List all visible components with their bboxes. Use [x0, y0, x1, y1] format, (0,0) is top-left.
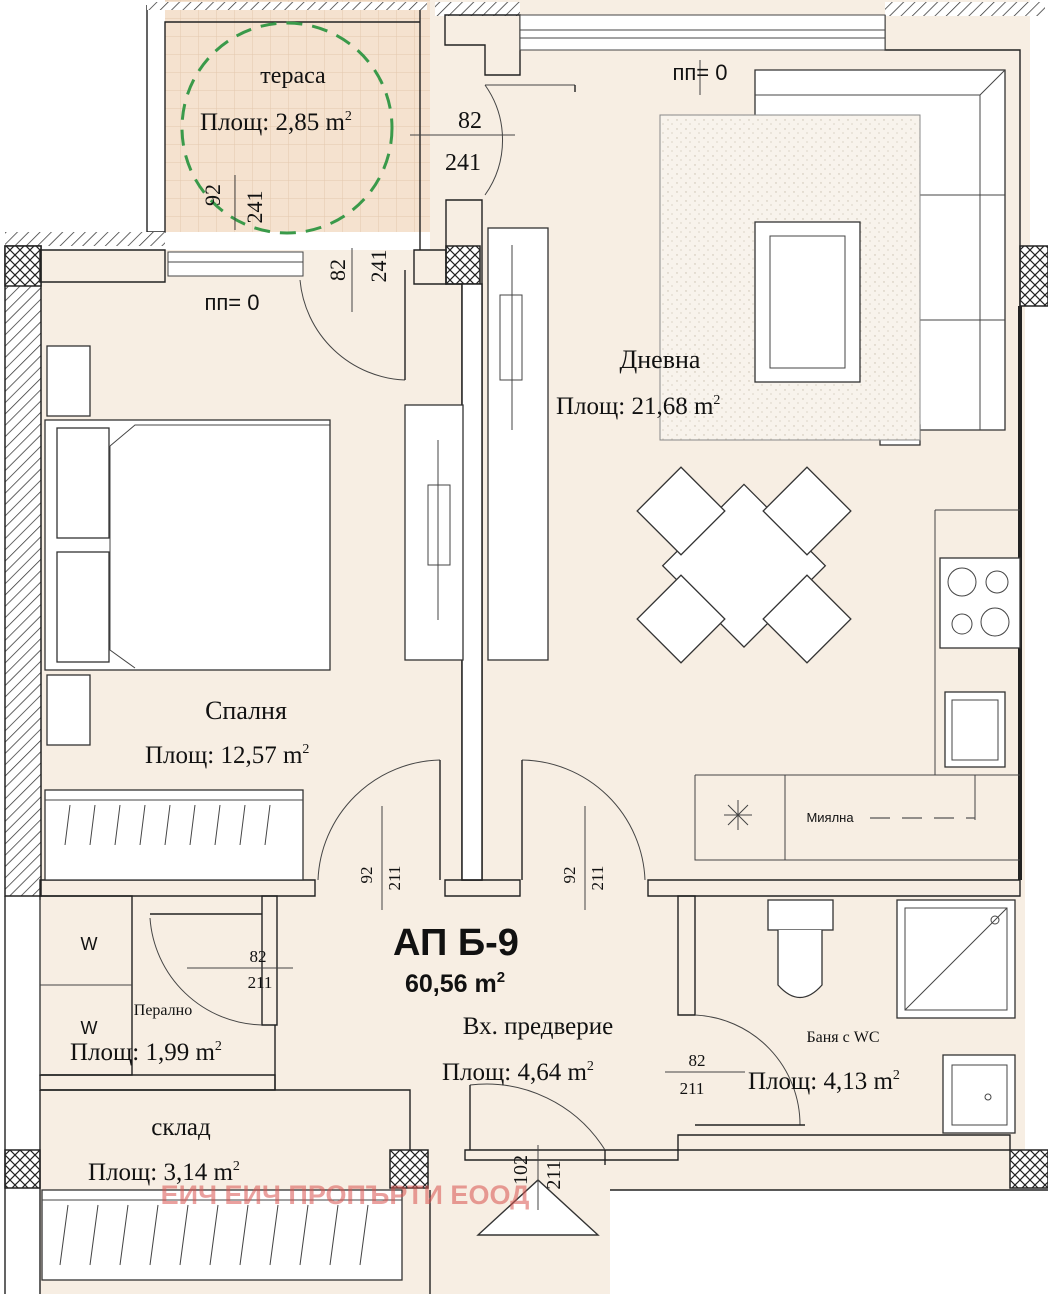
wardrobe-bedroom: [44, 789, 304, 881]
sink-label: Миялна: [806, 810, 854, 825]
living-window: [519, 14, 886, 51]
bath-name: Баня с WC: [806, 1029, 879, 1046]
dim-terrace-door-w: 82: [458, 108, 482, 134]
door-swings: [149, 84, 805, 1165]
terrace-area: Площ: 2,85 m2: [200, 109, 352, 136]
dim-living-door-w: 92: [560, 867, 579, 884]
dim-terrace-win-w: 92: [200, 184, 225, 206]
sill-top-label: пп= 0: [672, 60, 727, 85]
kitchen-counter: [694, 509, 1021, 861]
storage-shelf: [41, 1189, 403, 1281]
bedroom-area: Площ: 12,57 m2: [145, 742, 309, 769]
terrace-name: тераса: [260, 63, 326, 89]
star-icon: [724, 800, 752, 830]
dining-set: [636, 466, 852, 664]
coffee-table: [754, 221, 861, 383]
wardrobe-hall: [404, 227, 549, 661]
dimension-lines: [187, 60, 745, 1210]
bedroom-name: Спалня: [205, 696, 287, 725]
bathroom-fixtures: [767, 899, 1016, 1134]
corridor-strip: [610, 1150, 1010, 1190]
unit-code: АП Б-9: [393, 922, 519, 964]
dim-bedroom-door-w: 92: [357, 867, 376, 884]
dim-living-door-h: 211: [588, 866, 607, 891]
hall-area: Площ: 4,64 m2: [442, 1059, 594, 1086]
dim-laundry-door-w: 82: [250, 947, 267, 966]
dim-terrace-win-h: 241: [242, 191, 267, 224]
bed: [44, 345, 331, 746]
bath-area: Площ: 4,13 m2: [748, 1068, 900, 1095]
sill-bedroom-label: пп= 0: [204, 290, 259, 315]
dim-bedroom-balcony-h: 241: [366, 250, 391, 283]
dim-terrace-door-h: 241: [445, 150, 481, 176]
exterior-walls: [4, 2, 1048, 1294]
dim-bath-door-h: 211: [680, 1079, 705, 1098]
living-area: Площ: 21,68 m2: [556, 393, 720, 420]
turning-circle: [180, 21, 394, 235]
storage-area: Площ: 3,14 m2: [88, 1159, 240, 1186]
storage-name: склад: [151, 1114, 211, 1141]
washer-label-1: W: [81, 934, 98, 954]
watermark: ЕИЧ ЕИЧ ПРОПЪРТИ ЕООД: [161, 1180, 530, 1210]
terrace-floor: [165, 0, 435, 232]
laundry-name: Перално: [134, 1002, 192, 1019]
dim-laundry-door-h: 211: [248, 973, 273, 992]
laundry-area: Площ: 1,99 m2: [70, 1039, 222, 1066]
dim-bath-door-w: 82: [689, 1051, 706, 1070]
dim-bedroom-door-h: 211: [385, 866, 404, 891]
washer-label-2: W: [81, 1018, 98, 1038]
dim-entrance-w: 102: [510, 1155, 532, 1185]
living-name: Дневна: [620, 345, 701, 374]
dim-bedroom-balcony-w: 82: [325, 259, 350, 281]
dim-entrance-h: 211: [543, 1160, 565, 1189]
hall-name: Вх. предверие: [463, 1013, 613, 1040]
unit-total-area: 60,56 m2: [405, 969, 505, 998]
